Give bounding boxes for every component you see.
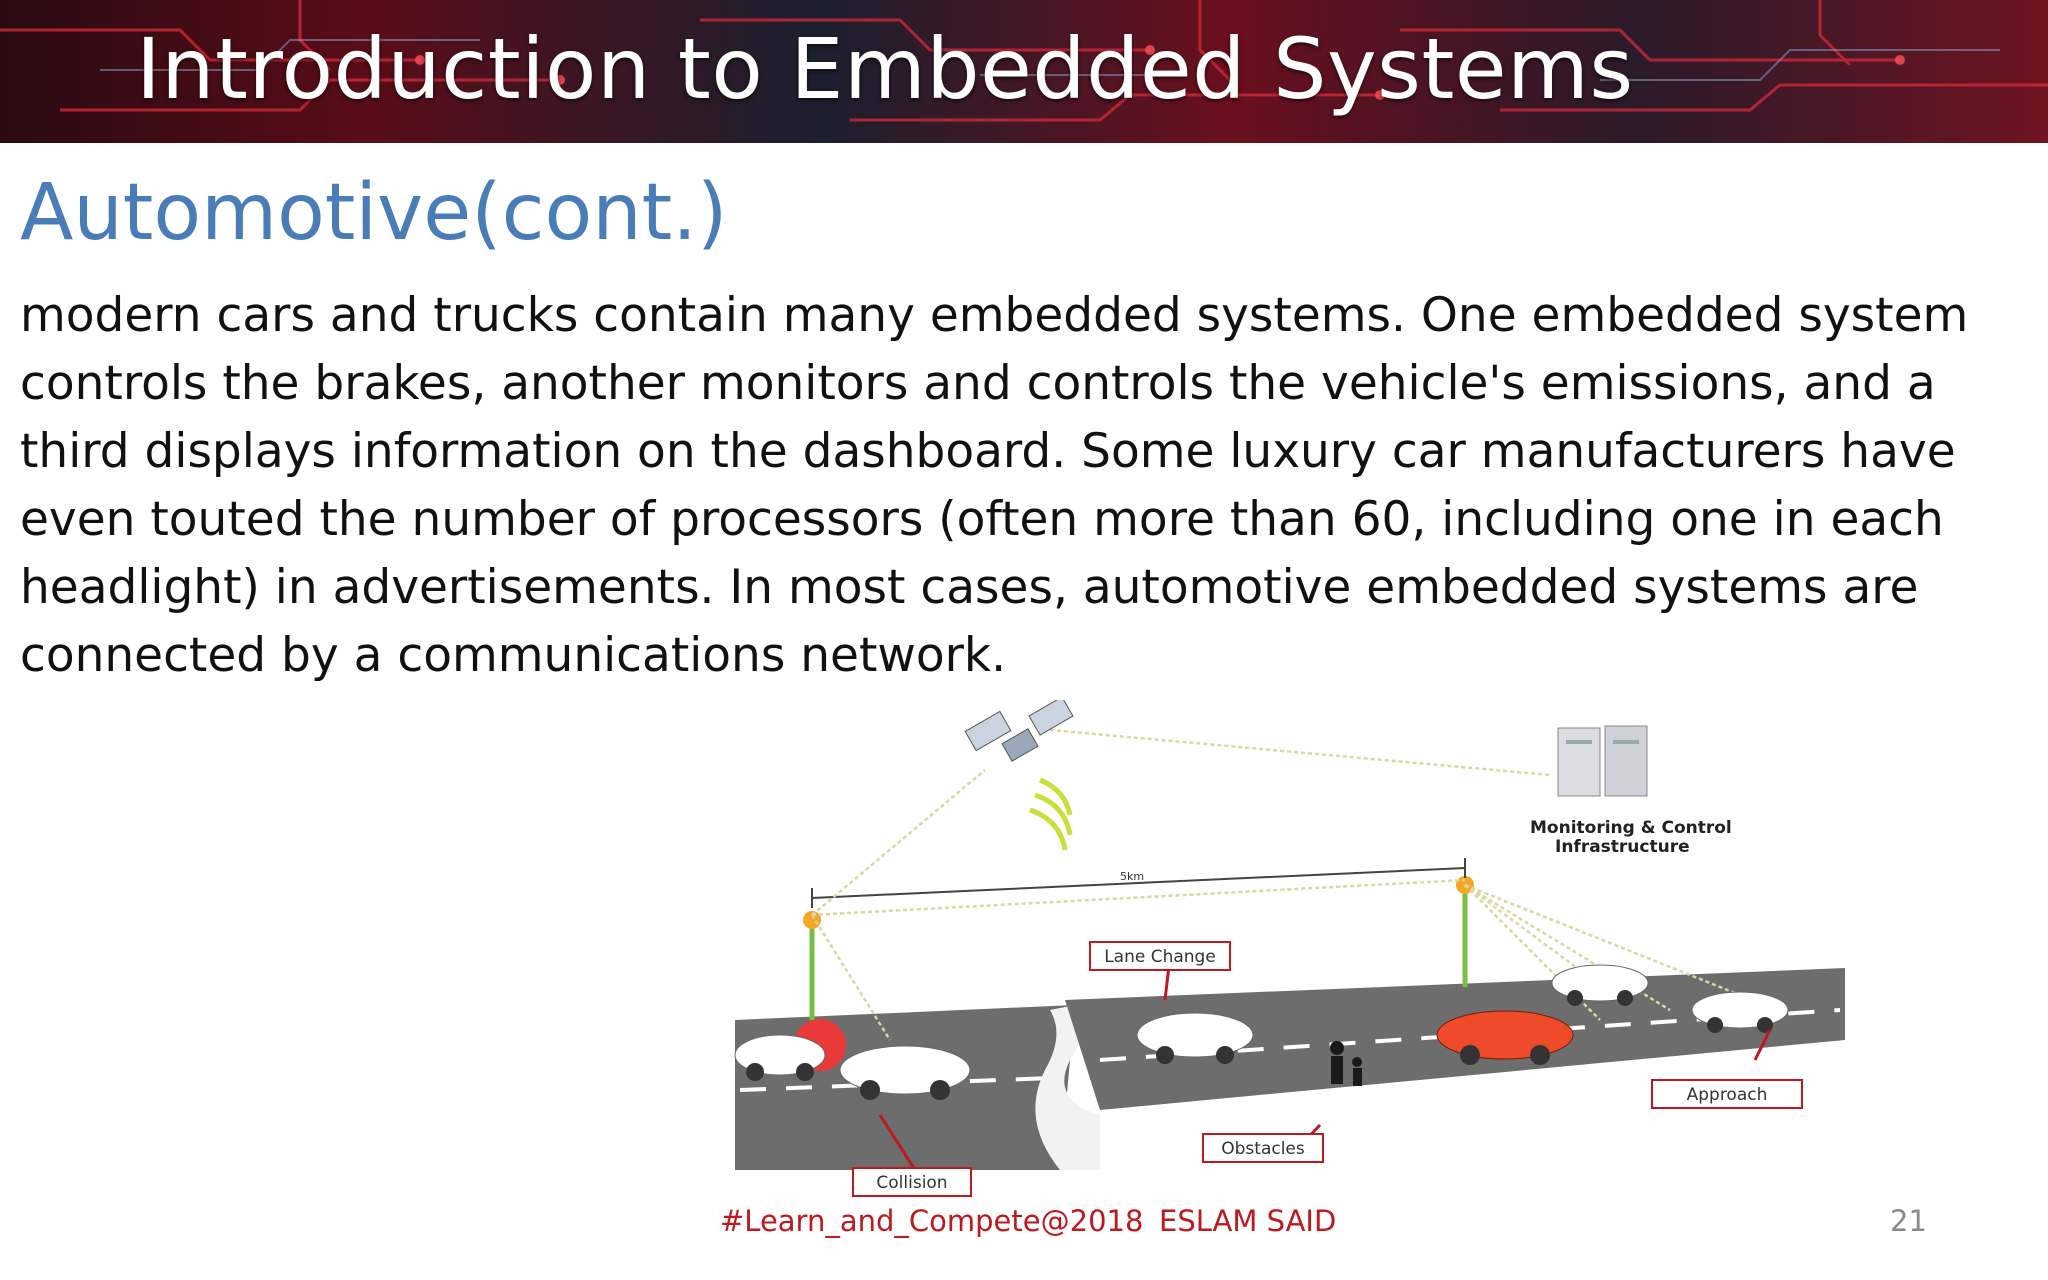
road-divider	[1035, 1005, 1100, 1170]
lane-change-callout: Lane Change	[1089, 941, 1231, 971]
banner-title: Introduction to Embedded Systems	[136, 20, 1634, 118]
infrastructure-label-line1: Monitoring & Control	[1530, 818, 1732, 838]
satellite-icon	[964, 700, 1074, 851]
collision-label: Collision	[876, 1173, 947, 1193]
infrastructure-label-line2: Infrastructure	[1555, 837, 1690, 857]
distance-line	[811, 867, 1466, 899]
car-icon	[839, 1045, 971, 1100]
car-icon	[1691, 991, 1789, 1033]
collision-callout: Collision	[852, 1167, 972, 1197]
server-rack-icon	[1557, 725, 1648, 797]
slide-number: 21	[1890, 1204, 1927, 1238]
car-icon	[1551, 964, 1649, 1006]
obstacles-label: Obstacles	[1221, 1139, 1305, 1159]
car-icon	[734, 1034, 826, 1081]
approach-label: Approach	[1687, 1085, 1768, 1105]
connected-vehicles-diagram: 5km Monitoring & Control Infrastructure	[734, 700, 1845, 1197]
circuit-background-graphic	[0, 0, 2048, 122]
pedestrian-icon	[1330, 1041, 1362, 1086]
distance-label: 5km	[1120, 870, 1144, 883]
car-icon	[1436, 1010, 1574, 1065]
title-banner: Introduction to Embedded Systems	[0, 0, 2048, 143]
lane-change-label: Lane Change	[1104, 947, 1216, 967]
slide-body-text: modern cars and trucks contain many embe…	[20, 288, 1969, 683]
approach-callout: Approach	[1651, 1079, 1803, 1109]
slide-heading: Automotive(cont.)	[20, 168, 728, 258]
car-icon	[1136, 1012, 1254, 1064]
obstacles-callout: Obstacles	[1202, 1133, 1324, 1163]
footer-hashtag: #Learn_and_Compete@2018	[720, 1204, 1144, 1238]
footer-author: ESLAM SAID	[1159, 1204, 1337, 1238]
